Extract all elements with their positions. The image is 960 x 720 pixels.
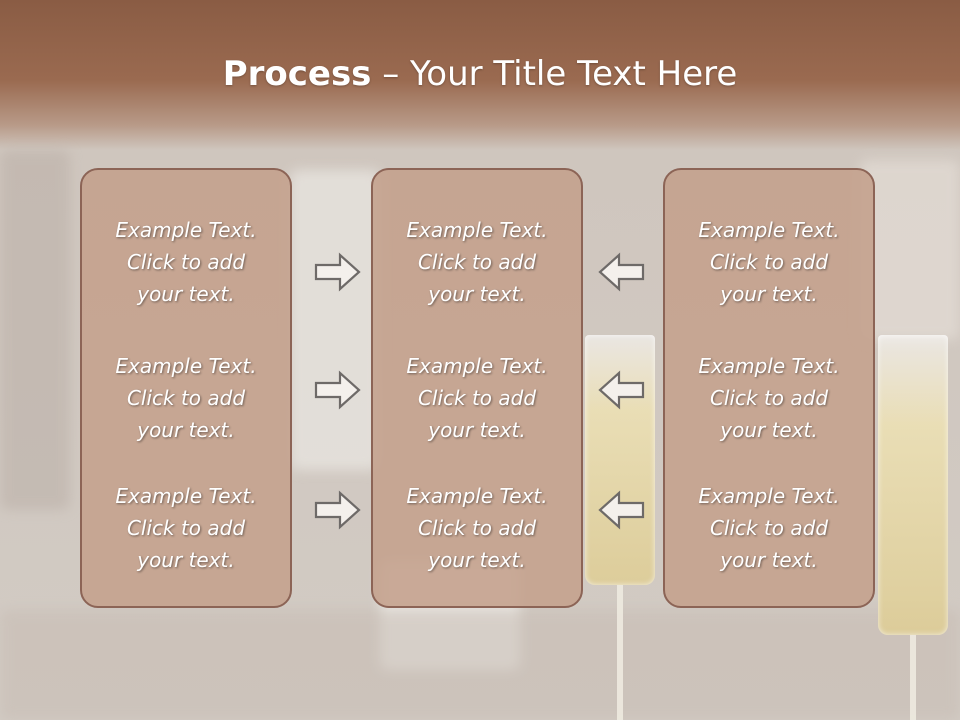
text-line: Click to add (417, 516, 537, 540)
text-placeholder[interactable]: Example Text. Click to add your text. (82, 214, 290, 310)
text-line: Click to add (709, 250, 829, 274)
background-photo-blur (0, 150, 70, 510)
text-line: Example Text. (406, 484, 548, 508)
arrow-left-icon[interactable] (597, 370, 645, 410)
text-line: Click to add (417, 250, 537, 274)
text-line: Click to add (417, 386, 537, 410)
text-line: your text. (137, 282, 235, 306)
text-placeholder[interactable]: Example Text. Click to add your text. (373, 214, 581, 310)
text-placeholder[interactable]: Example Text. Click to add your text. (82, 480, 290, 576)
text-line: Click to add (709, 516, 829, 540)
text-line: Example Text. (115, 484, 257, 508)
champagne-glass-image (878, 335, 948, 635)
process-panel-left[interactable]: Example Text. Click to add your text. Ex… (80, 168, 292, 608)
arrow-left-icon[interactable] (597, 490, 645, 530)
background-photo-blur (290, 170, 380, 470)
text-placeholder[interactable]: Example Text. Click to add your text. (665, 480, 873, 576)
arrow-left-icon[interactable] (597, 252, 645, 292)
text-line: Click to add (126, 516, 246, 540)
text-line: your text. (137, 548, 235, 572)
background-photo-blur (0, 610, 960, 720)
text-line: Example Text. (698, 484, 840, 508)
text-line: Click to add (126, 250, 246, 274)
arrow-right-icon[interactable] (314, 252, 362, 292)
text-line: your text. (720, 282, 818, 306)
glass-stem-image (910, 635, 916, 720)
title-strong: Process (222, 54, 372, 94)
process-panel-right[interactable]: Example Text. Click to add your text. Ex… (663, 168, 875, 608)
text-line: your text. (137, 418, 235, 442)
arrow-right-icon[interactable] (314, 490, 362, 530)
slide-title[interactable]: Process – Your Title Text Here (0, 54, 960, 94)
title-rest: – Your Title Text Here (371, 54, 738, 94)
text-line: Example Text. (406, 354, 548, 378)
text-placeholder[interactable]: Example Text. Click to add your text. (82, 350, 290, 446)
text-line: Click to add (126, 386, 246, 410)
text-placeholder[interactable]: Example Text. Click to add your text. (665, 350, 873, 446)
text-line: Example Text. (698, 354, 840, 378)
arrow-right-icon[interactable] (314, 370, 362, 410)
text-placeholder[interactable]: Example Text. Click to add your text. (373, 480, 581, 576)
text-line: Example Text. (406, 218, 548, 242)
text-line: Click to add (709, 386, 829, 410)
text-line: your text. (428, 282, 526, 306)
glass-stem-image (617, 585, 623, 720)
text-line: Example Text. (698, 218, 840, 242)
background-photo-blur (860, 160, 960, 340)
text-line: your text. (720, 548, 818, 572)
text-line: Example Text. (115, 354, 257, 378)
text-line: your text. (428, 418, 526, 442)
text-line: your text. (720, 418, 818, 442)
text-line: Example Text. (115, 218, 257, 242)
text-placeholder[interactable]: Example Text. Click to add your text. (665, 214, 873, 310)
text-line: your text. (428, 548, 526, 572)
text-placeholder[interactable]: Example Text. Click to add your text. (373, 350, 581, 446)
process-panel-center[interactable]: Example Text. Click to add your text. Ex… (371, 168, 583, 608)
